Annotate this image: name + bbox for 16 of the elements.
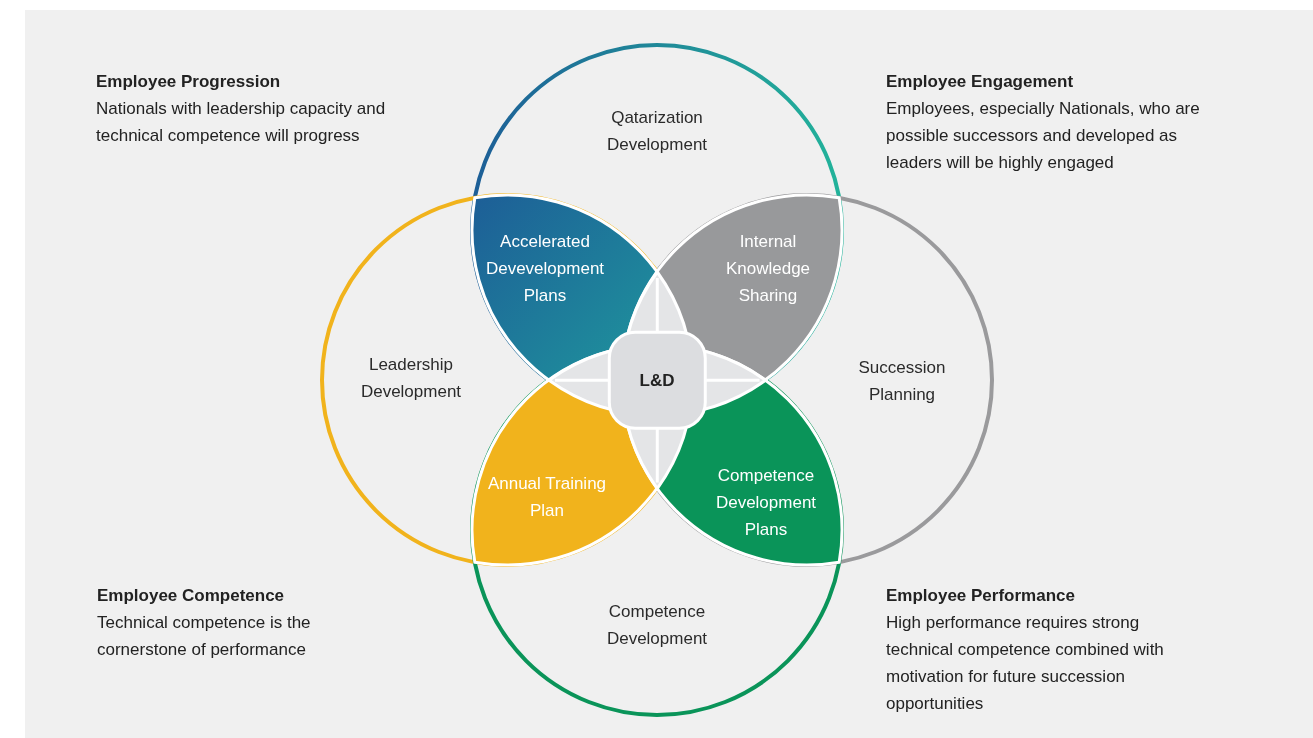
circle-label: Succession Planning	[857, 357, 947, 406]
description-text: Employees, especially Nationals, who are possible successors and developed as leaders will be highly engaged	[886, 98, 1201, 174]
section-heading: Employee Engagement	[886, 71, 1075, 93]
circle-label: Leadership Development	[359, 354, 463, 403]
section-heading: Employee Progression	[96, 71, 282, 93]
circle-label: Qatarization Development	[605, 107, 709, 156]
segment-label: Competence Development Plans	[714, 464, 818, 541]
description-text: High performance requires strong technical competence combined with motivation for future succession opportunities	[886, 612, 1165, 715]
description-text: Nationals with leadership capacity and technical competence will progress	[96, 98, 387, 147]
section-heading: Employee Performance	[886, 585, 1076, 607]
section-heading: Employee Competence	[97, 585, 286, 607]
segment-label: Internal Knowledge Sharing	[724, 230, 812, 307]
circle-label: Competence Development	[605, 601, 709, 650]
segment-label: Accelerated Devevelopment Plans	[484, 230, 606, 307]
segment-label: Annual Training Plan	[487, 473, 607, 522]
description-text: Technical competence is the cornerstone of performance	[97, 612, 312, 661]
